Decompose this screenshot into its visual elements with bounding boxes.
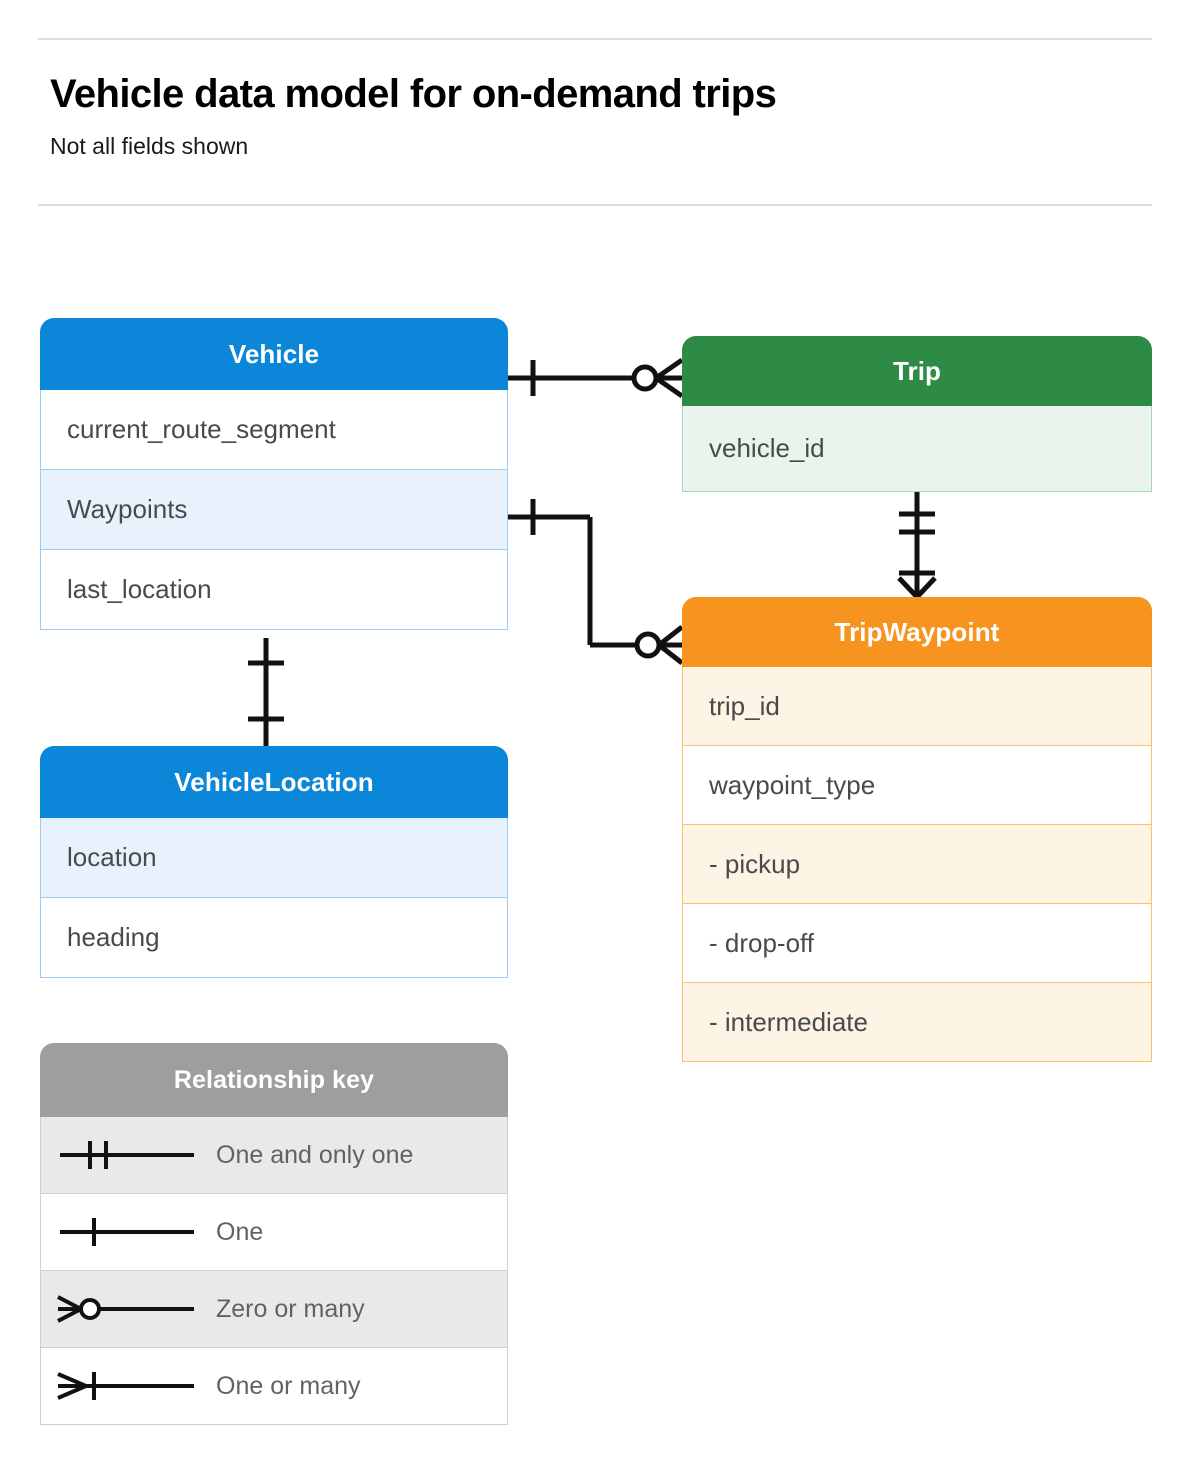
relationship-key-title: Relationship key <box>40 1043 508 1117</box>
entity-vehiclelocation-title: VehicleLocation <box>40 746 508 818</box>
entity-vehicle-field-current-route-segment: current_route_segment <box>40 390 508 470</box>
entity-vehiclelocation-field-heading: heading <box>40 898 508 978</box>
legend-label-one-and-only-one: One and only one <box>216 1140 414 1169</box>
entity-tripwaypoint-field-waypoint-type: waypoint_type <box>682 746 1152 825</box>
header-divider-top <box>38 38 1152 40</box>
entity-trip-field-vehicle-id: vehicle_id <box>682 406 1152 492</box>
legend-row-one-and-only-one: One and only one <box>40 1117 508 1194</box>
entity-trip[interactable]: Trip vehicle_id <box>682 336 1152 492</box>
entity-vehicle-field-waypoints: Waypoints <box>40 470 508 550</box>
page-title: Vehicle data model for on-demand trips <box>50 72 777 116</box>
legend-label-zero-or-many: Zero or many <box>216 1294 365 1323</box>
entity-vehicle-field-last-location: last_location <box>40 550 508 630</box>
entity-tripwaypoint[interactable]: TripWaypoint trip_id waypoint_type - pic… <box>682 597 1152 1062</box>
one-icon <box>41 1212 216 1252</box>
legend-label-one: One <box>216 1217 264 1246</box>
entity-vehicle-title: Vehicle <box>40 318 508 390</box>
legend-label-one-or-many: One or many <box>216 1371 361 1400</box>
zero-or-many-icon <box>41 1289 216 1329</box>
entity-trip-title: Trip <box>682 336 1152 406</box>
entity-vehiclelocation-field-location: location <box>40 818 508 898</box>
entity-tripwaypoint-title: TripWaypoint <box>682 597 1152 667</box>
entity-tripwaypoint-value-intermediate: - intermediate <box>682 983 1152 1062</box>
one-or-many-icon <box>41 1366 216 1406</box>
entity-vehiclelocation[interactable]: VehicleLocation location heading <box>40 746 508 978</box>
one-and-only-one-icon <box>41 1135 216 1175</box>
entity-tripwaypoint-field-trip-id: trip_id <box>682 667 1152 746</box>
legend-row-one-or-many: One or many <box>40 1348 508 1425</box>
relationship-key-legend: Relationship key One and only one One <box>40 1043 508 1425</box>
entity-tripwaypoint-value-pickup: - pickup <box>682 825 1152 904</box>
legend-row-zero-or-many: Zero or many <box>40 1271 508 1348</box>
header-divider-bottom <box>38 204 1152 206</box>
entity-tripwaypoint-value-drop-off: - drop-off <box>682 904 1152 983</box>
legend-row-one: One <box>40 1194 508 1271</box>
entity-vehicle[interactable]: Vehicle current_route_segment Waypoints … <box>40 318 508 630</box>
page-subtitle: Not all fields shown <box>50 133 249 159</box>
